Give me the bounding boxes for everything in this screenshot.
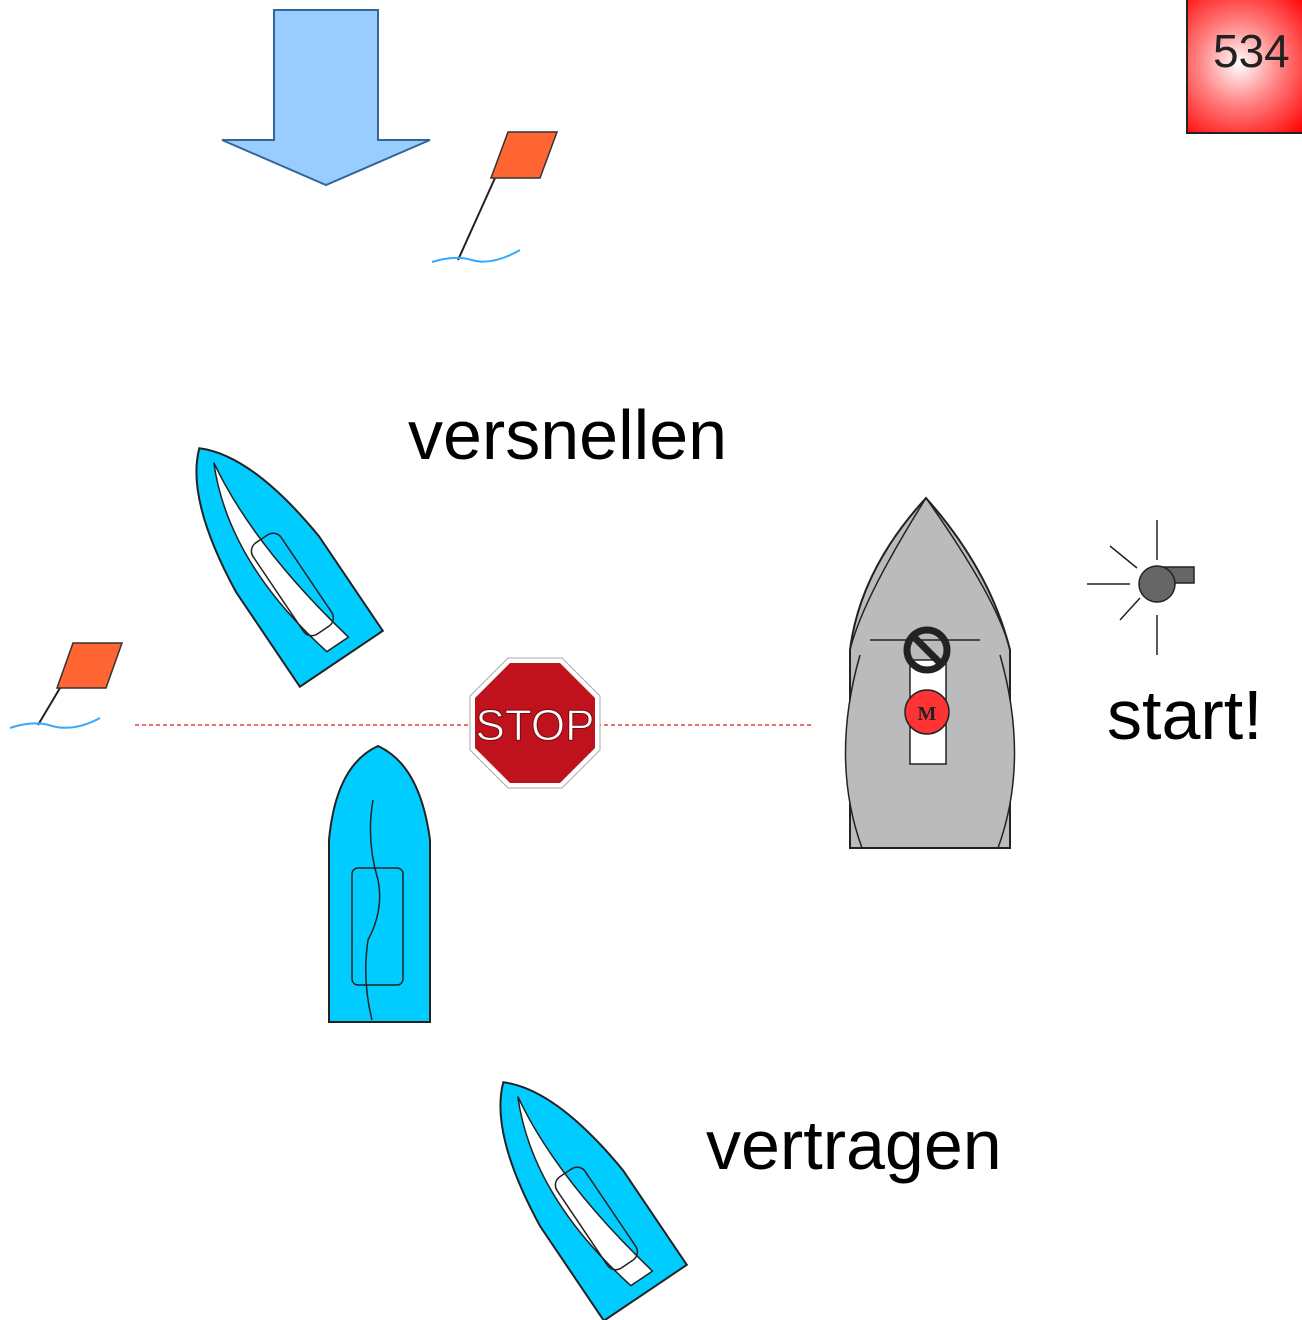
wind-direction-arrow-icon (221, 9, 431, 187)
committee-boat-icon: M (844, 496, 1016, 849)
boat-accelerating-icon (195, 447, 385, 689)
pin-end-flag-left-icon (9, 642, 124, 729)
stop-sign-label: STOP (475, 701, 594, 750)
slow-down-label: vertragen (706, 1106, 1002, 1184)
stop-sign-icon: STOP (469, 657, 601, 789)
whistle-signal-icon (1087, 520, 1195, 655)
slide-number: 534 (1213, 25, 1290, 77)
slide-number-badge: 534 (1186, 0, 1302, 134)
mark-circle-icon (904, 689, 950, 735)
no-entry-icon (903, 626, 951, 674)
pin-end-flag-top-icon (431, 131, 559, 263)
boat-stopped-icon (328, 744, 431, 1023)
start-label: start! (1107, 676, 1263, 754)
boat-slowing-icon (499, 1081, 689, 1320)
accelerate-label: versnellen (408, 396, 728, 474)
committee-mark-label: M (918, 703, 937, 725)
